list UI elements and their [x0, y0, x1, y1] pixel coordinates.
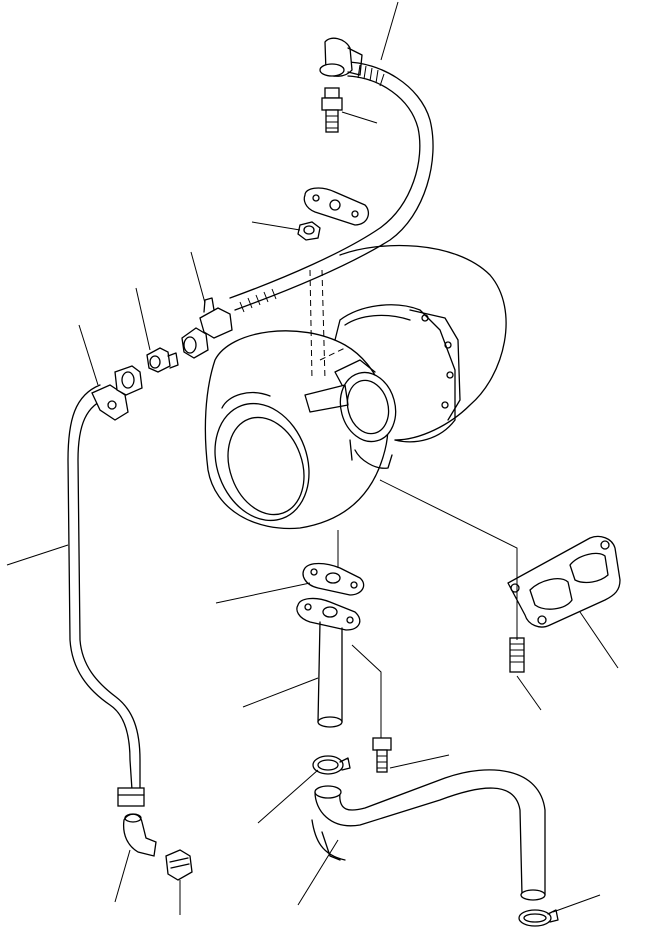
- pipe-nut-top: [114, 365, 143, 396]
- exhaust-gasket: [507, 535, 621, 628]
- leader-elbow: [114, 849, 131, 903]
- hose-clamp-top: [312, 755, 351, 775]
- elbow-fitting-bottom: [122, 813, 157, 857]
- pipe-bracket: [91, 384, 129, 421]
- adapter-fitting: [146, 347, 179, 373]
- leader-pipe-nut: [78, 324, 99, 386]
- stud-bolt: [509, 637, 525, 673]
- leader-clamp-bottom: [552, 894, 601, 913]
- leader-nut: [251, 221, 301, 231]
- leader-hose: [380, 1, 399, 61]
- leader-drain-tube: [242, 677, 319, 708]
- leader-clamp: [257, 769, 319, 824]
- connector-bottom: [165, 849, 193, 881]
- leader-pipe: [6, 544, 69, 566]
- oil-supply-hose: [229, 61, 434, 313]
- turbocharger-housing: [204, 244, 507, 530]
- leader-clip: [190, 251, 206, 304]
- oil-pipe-left: [67, 384, 141, 791]
- callout-leaders: [6, 1, 619, 915]
- elbow-fitting-top: [319, 37, 363, 77]
- gasket-drain: [302, 562, 365, 596]
- connector-top: [321, 87, 343, 133]
- hose-clip: [199, 297, 233, 339]
- gasket-oil-inlet: [303, 187, 369, 226]
- leader-stud: [516, 675, 542, 711]
- leader-gasket-drain: [215, 582, 311, 604]
- drain-tube: [296, 597, 361, 728]
- bolt: [372, 737, 392, 773]
- leader-adapter: [135, 287, 151, 351]
- drain-hose: [311, 769, 546, 901]
- sleeve-nut: [181, 327, 209, 359]
- leader-connector-top: [341, 111, 378, 124]
- leader-gasket-exhaust: [579, 611, 619, 669]
- hose-clamp-bottom: [518, 909, 559, 927]
- leader-bolt: [389, 754, 450, 769]
- pipe-nut-bottom: [117, 787, 145, 807]
- nut: [297, 221, 321, 241]
- leader-hose-lower: [297, 839, 339, 906]
